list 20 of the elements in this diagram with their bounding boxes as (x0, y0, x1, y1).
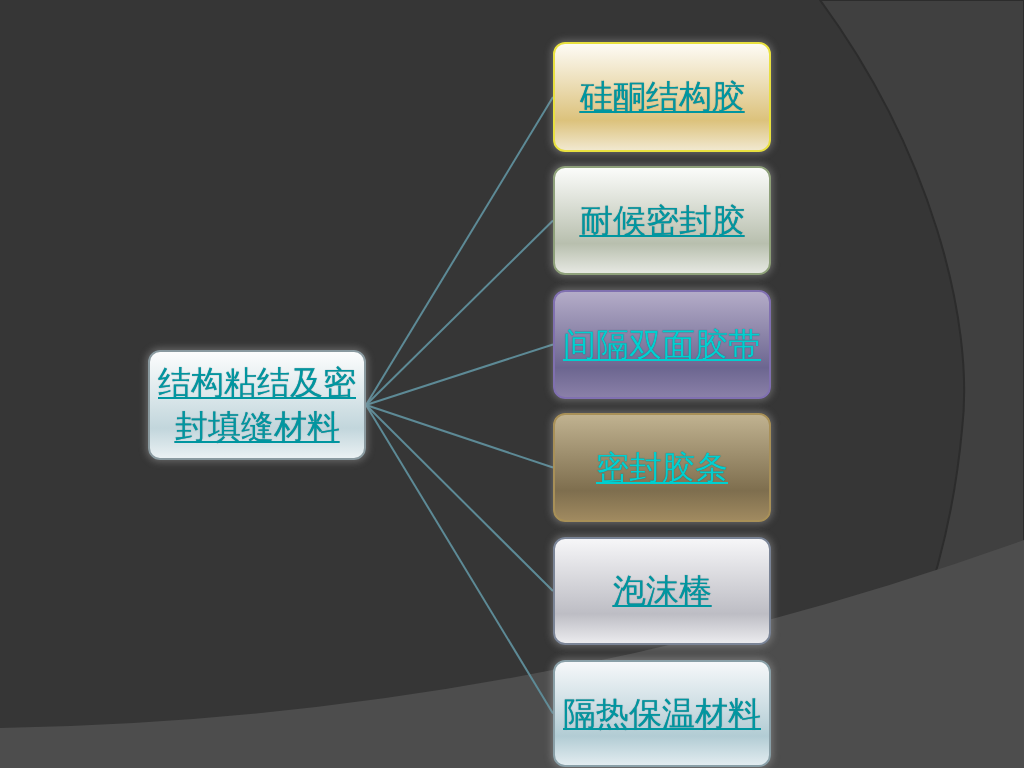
link: 密封胶条 (596, 446, 728, 489)
link: 隔热保温材料 (563, 692, 761, 735)
rounded-box (553, 660, 771, 767)
rounded-box (148, 350, 366, 460)
connector-line (365, 404, 554, 469)
link: 结构粘结及密封填缝材料 (157, 362, 357, 448)
rounded-box (553, 413, 771, 522)
link: 间隔双面胶带 (563, 323, 761, 366)
link: 泡沫棒 (612, 570, 712, 612)
rounded-box (553, 166, 771, 275)
connector-line (365, 219, 554, 406)
link: 耐候密封胶 (579, 199, 745, 242)
link: 硅酮结构胶 (579, 76, 745, 118)
rounded-box (553, 42, 771, 152)
connector-line (365, 96, 554, 406)
connector-line (365, 343, 554, 406)
rounded-box (553, 537, 771, 645)
rounded-box (553, 290, 771, 399)
connector-line (365, 404, 554, 592)
connector-line (365, 404, 554, 715)
